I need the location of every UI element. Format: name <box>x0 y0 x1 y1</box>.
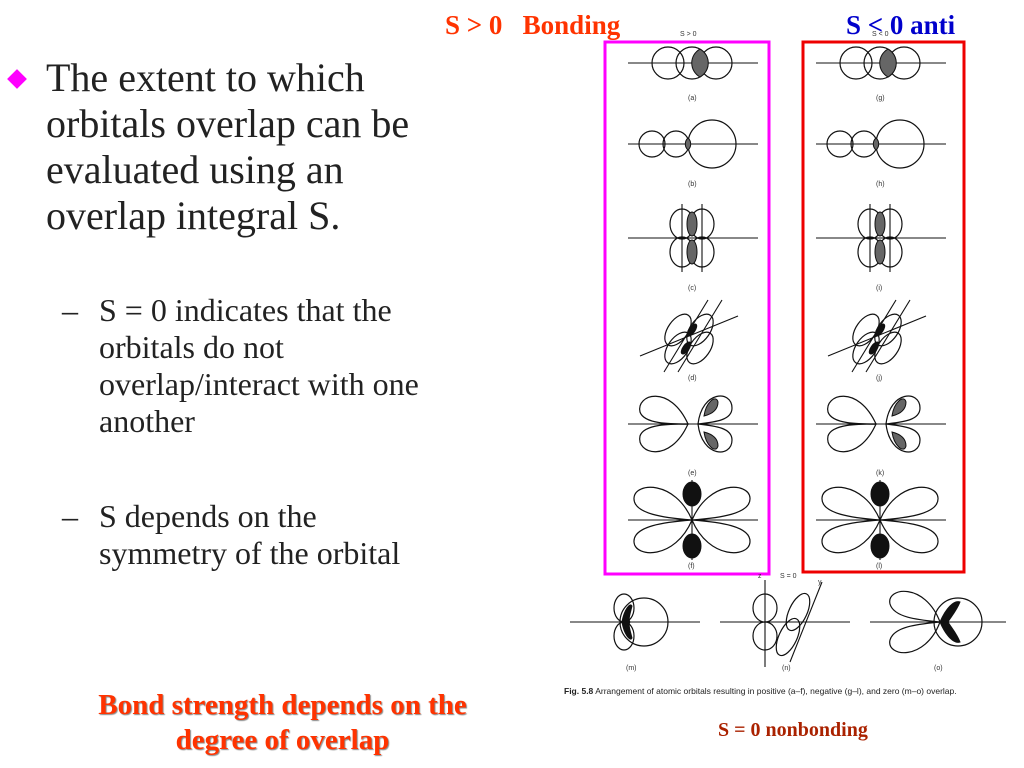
antibonding-box <box>801 40 966 574</box>
orbital-diagram-c <box>627 203 759 273</box>
orbital-diagram-d <box>639 299 739 373</box>
orbital-overlap-figure: S > 0 S < 0 (a) (b) (c) (d) (e) (f) (g) … <box>570 31 1006 672</box>
orbital-diagram-m <box>570 593 700 651</box>
bullet-line: The extent to which <box>46 55 365 100</box>
sub-bullet-dash: – <box>62 498 78 534</box>
caption-bold: Fig. 5.8 <box>564 686 594 696</box>
panel-label: (f) <box>688 563 695 570</box>
sub-bullet-line: S = 0 indicates that the <box>99 292 392 328</box>
sub-bullet-line: overlap/interact with one <box>99 366 419 402</box>
panel-label: (i) <box>876 285 882 292</box>
panel-label: (a) <box>688 95 697 102</box>
panel-label: (k) <box>876 470 884 477</box>
orbital-diagram-l <box>815 479 947 561</box>
sub-bullet-line: another <box>99 403 195 439</box>
orbital-diagram-i <box>815 203 947 273</box>
axis-label: y <box>818 579 822 586</box>
orbital-diagram-j <box>827 299 927 373</box>
figure-caption: Fig. 5.8 Arrangement of atomic orbitals … <box>564 686 1004 697</box>
sub-bullet-line: orbitals do not <box>99 329 284 365</box>
orbital-diagram-b <box>627 119 759 169</box>
footer-line: Bond strength depends on the <box>98 689 467 721</box>
axis-label: z <box>758 573 762 580</box>
zero-overlap-label: S = 0 <box>780 573 797 580</box>
sub-bullet-line: S depends on the <box>99 498 317 534</box>
antibonding-header: S < 0 anti <box>846 10 956 40</box>
orbital-diagram-o <box>870 590 1006 654</box>
main-bullet-text: The extent to which orbitals overlap can… <box>46 55 586 239</box>
figure-label-positive: S > 0 <box>680 31 697 38</box>
panel-label: (n) <box>782 665 791 672</box>
bonding-box <box>603 40 771 576</box>
sub-bullet-1: S = 0 indicates that the orbitals do not… <box>99 292 559 440</box>
orbital-diagram-k <box>815 395 947 453</box>
panel-label: (o) <box>934 665 943 672</box>
panel-label: (l) <box>876 563 882 570</box>
bonding-header: S > 0 Bonding <box>445 10 621 40</box>
panel-label: (d) <box>688 375 697 382</box>
footer-line: degree of overlap <box>175 724 390 756</box>
orbital-diagram-h <box>815 119 947 169</box>
sub-bullet-dash: – <box>62 292 78 328</box>
orbital-diagram-g <box>815 46 947 80</box>
orbital-diagram-n: z y S = 0 <box>720 573 850 667</box>
caption-text: Arrangement of atomic orbitals resulting… <box>593 686 957 696</box>
orbital-diagram-e <box>627 395 759 453</box>
orbital-diagram-f <box>627 479 759 561</box>
figure-label-negative: S < 0 <box>872 31 889 38</box>
panel-label: (e) <box>688 470 697 477</box>
nonbonding-label: S = 0 nonbonding <box>718 719 868 741</box>
sub-bullet-2: S depends on the symmetry of the orbital <box>99 498 559 572</box>
panel-label: (c) <box>688 285 696 292</box>
diamond-bullet-icon <box>7 69 27 89</box>
orbital-diagram-a <box>627 46 759 80</box>
panel-label: (m) <box>626 665 637 672</box>
panel-label: (g) <box>876 95 885 102</box>
panel-label: (h) <box>876 181 885 188</box>
panel-label: (b) <box>688 181 697 188</box>
bullet-line: overlap integral S. <box>46 193 341 238</box>
panel-label: (j) <box>876 375 882 382</box>
footer-note: Bond strength depends on the degree of o… <box>40 688 525 758</box>
sub-bullet-line: symmetry of the orbital <box>99 535 401 571</box>
bullet-line: evaluated using an <box>46 147 344 192</box>
bullet-line: orbitals overlap can be <box>46 101 410 146</box>
